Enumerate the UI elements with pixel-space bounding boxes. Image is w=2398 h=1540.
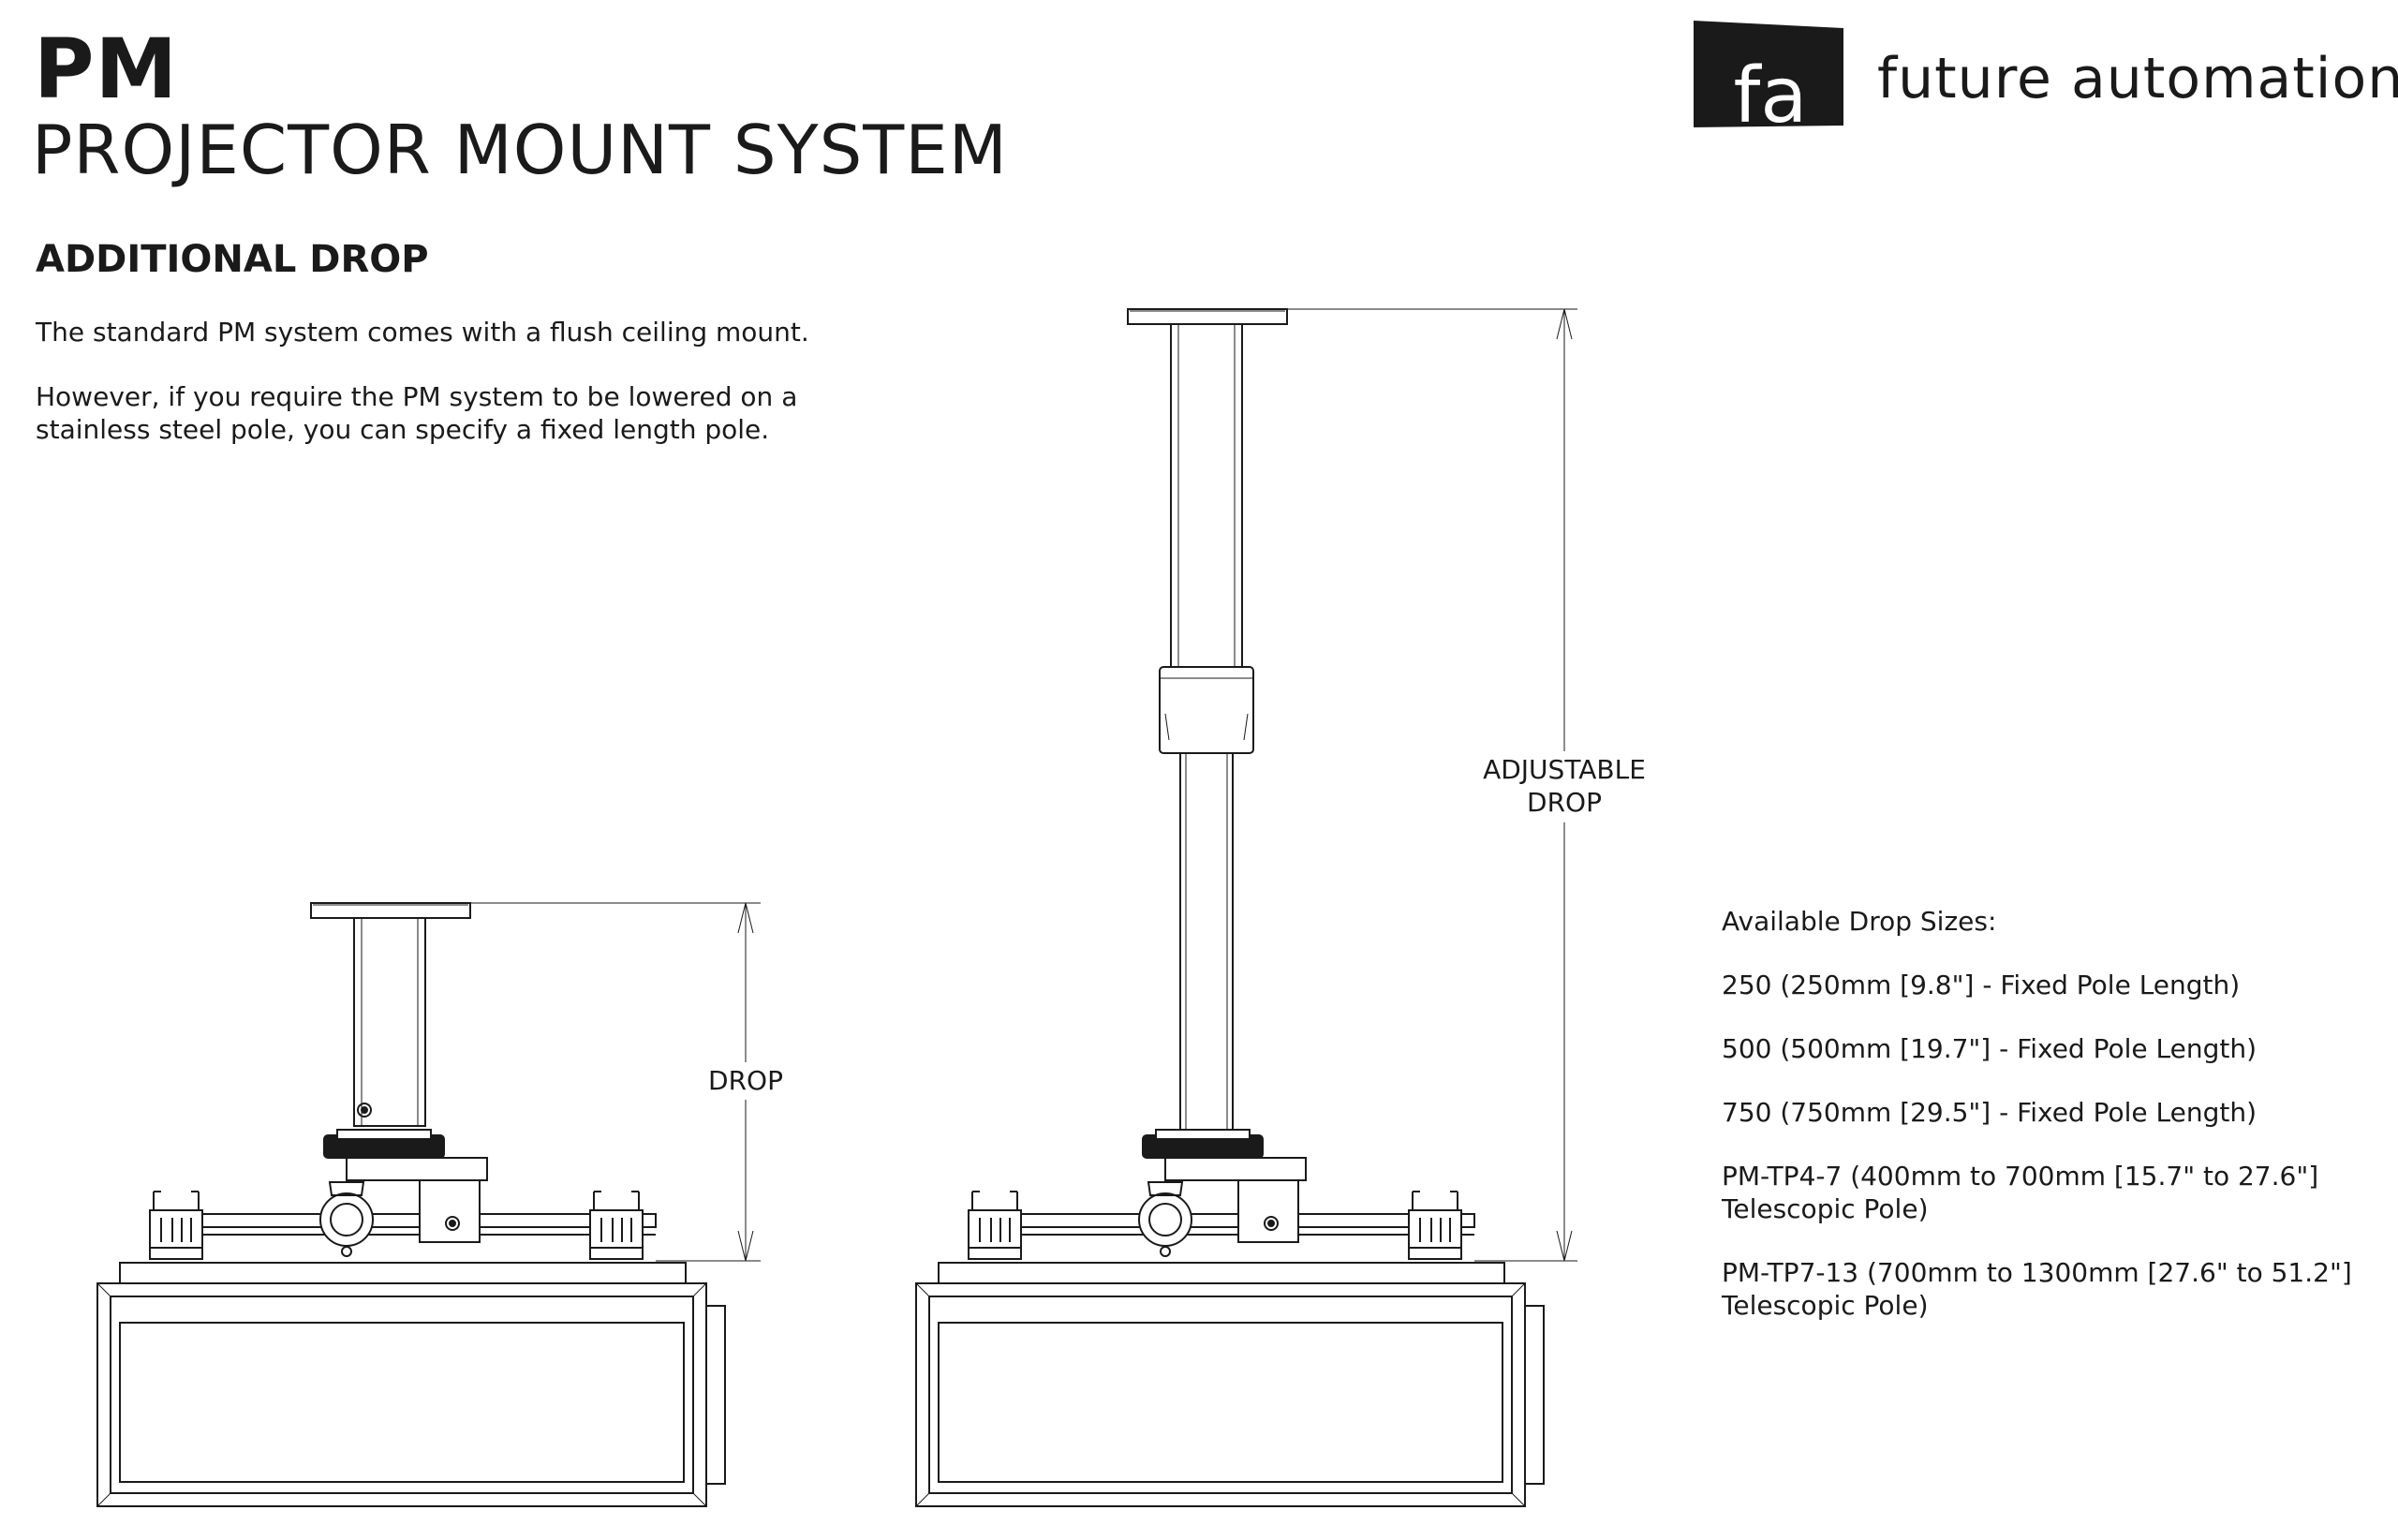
drop-label: DROP bbox=[708, 1065, 783, 1096]
section-title: ADDITIONAL DROP bbox=[36, 238, 429, 281]
drop-size-item: 250 (250mm [9.8"] - Fixed Pole Length) bbox=[1722, 970, 2241, 1000]
adjustable-drop-label-line2: DROP bbox=[1527, 787, 1602, 818]
intro-paragraph: The standard PM system comes with a flus… bbox=[36, 317, 809, 348]
drop-sizes-list: 250 (250mm [9.8"] - Fixed Pole Length) 5… bbox=[1722, 969, 2377, 1322]
brand-logo: fa future automation bbox=[1694, 21, 2398, 133]
drop-size-item: 750 (750mm [29.5"] - Fixed Pole Length) bbox=[1722, 1097, 2257, 1128]
fixed-pole-assembly bbox=[96, 902, 726, 1507]
adjustable-drop-label-line1: ADJUSTABLE bbox=[1483, 754, 1646, 785]
fa-logo-mark: fa bbox=[1694, 21, 1843, 133]
page-title: PM bbox=[34, 21, 179, 117]
intro-text: The standard PM system comes with a flus… bbox=[36, 316, 860, 478]
brand-name: future automation bbox=[1877, 46, 2398, 111]
page-subtitle: PROJECTOR MOUNT SYSTEM bbox=[32, 111, 1008, 189]
logo-mark-text: fa bbox=[1733, 52, 1807, 133]
telescopic-pole-assembly bbox=[915, 308, 1545, 1507]
drop-sizes-heading: Available Drop Sizes: bbox=[1722, 906, 1997, 937]
drop-size-item: 500 (500mm [19.7"] - Fixed Pole Length) bbox=[1722, 1033, 2257, 1064]
drop-size-item: PM-TP4-7 (400mm to 700mm [15.7" to 27.6"… bbox=[1722, 1161, 2319, 1224]
drop-sizes-panel: Available Drop Sizes: 250 (250mm [9.8"] … bbox=[1722, 905, 2377, 1353]
intro-paragraph: However, if you require the PM system to… bbox=[36, 381, 798, 445]
drop-size-item: PM-TP7-13 (700mm to 1300mm [27.6" to 51.… bbox=[1722, 1257, 2352, 1321]
